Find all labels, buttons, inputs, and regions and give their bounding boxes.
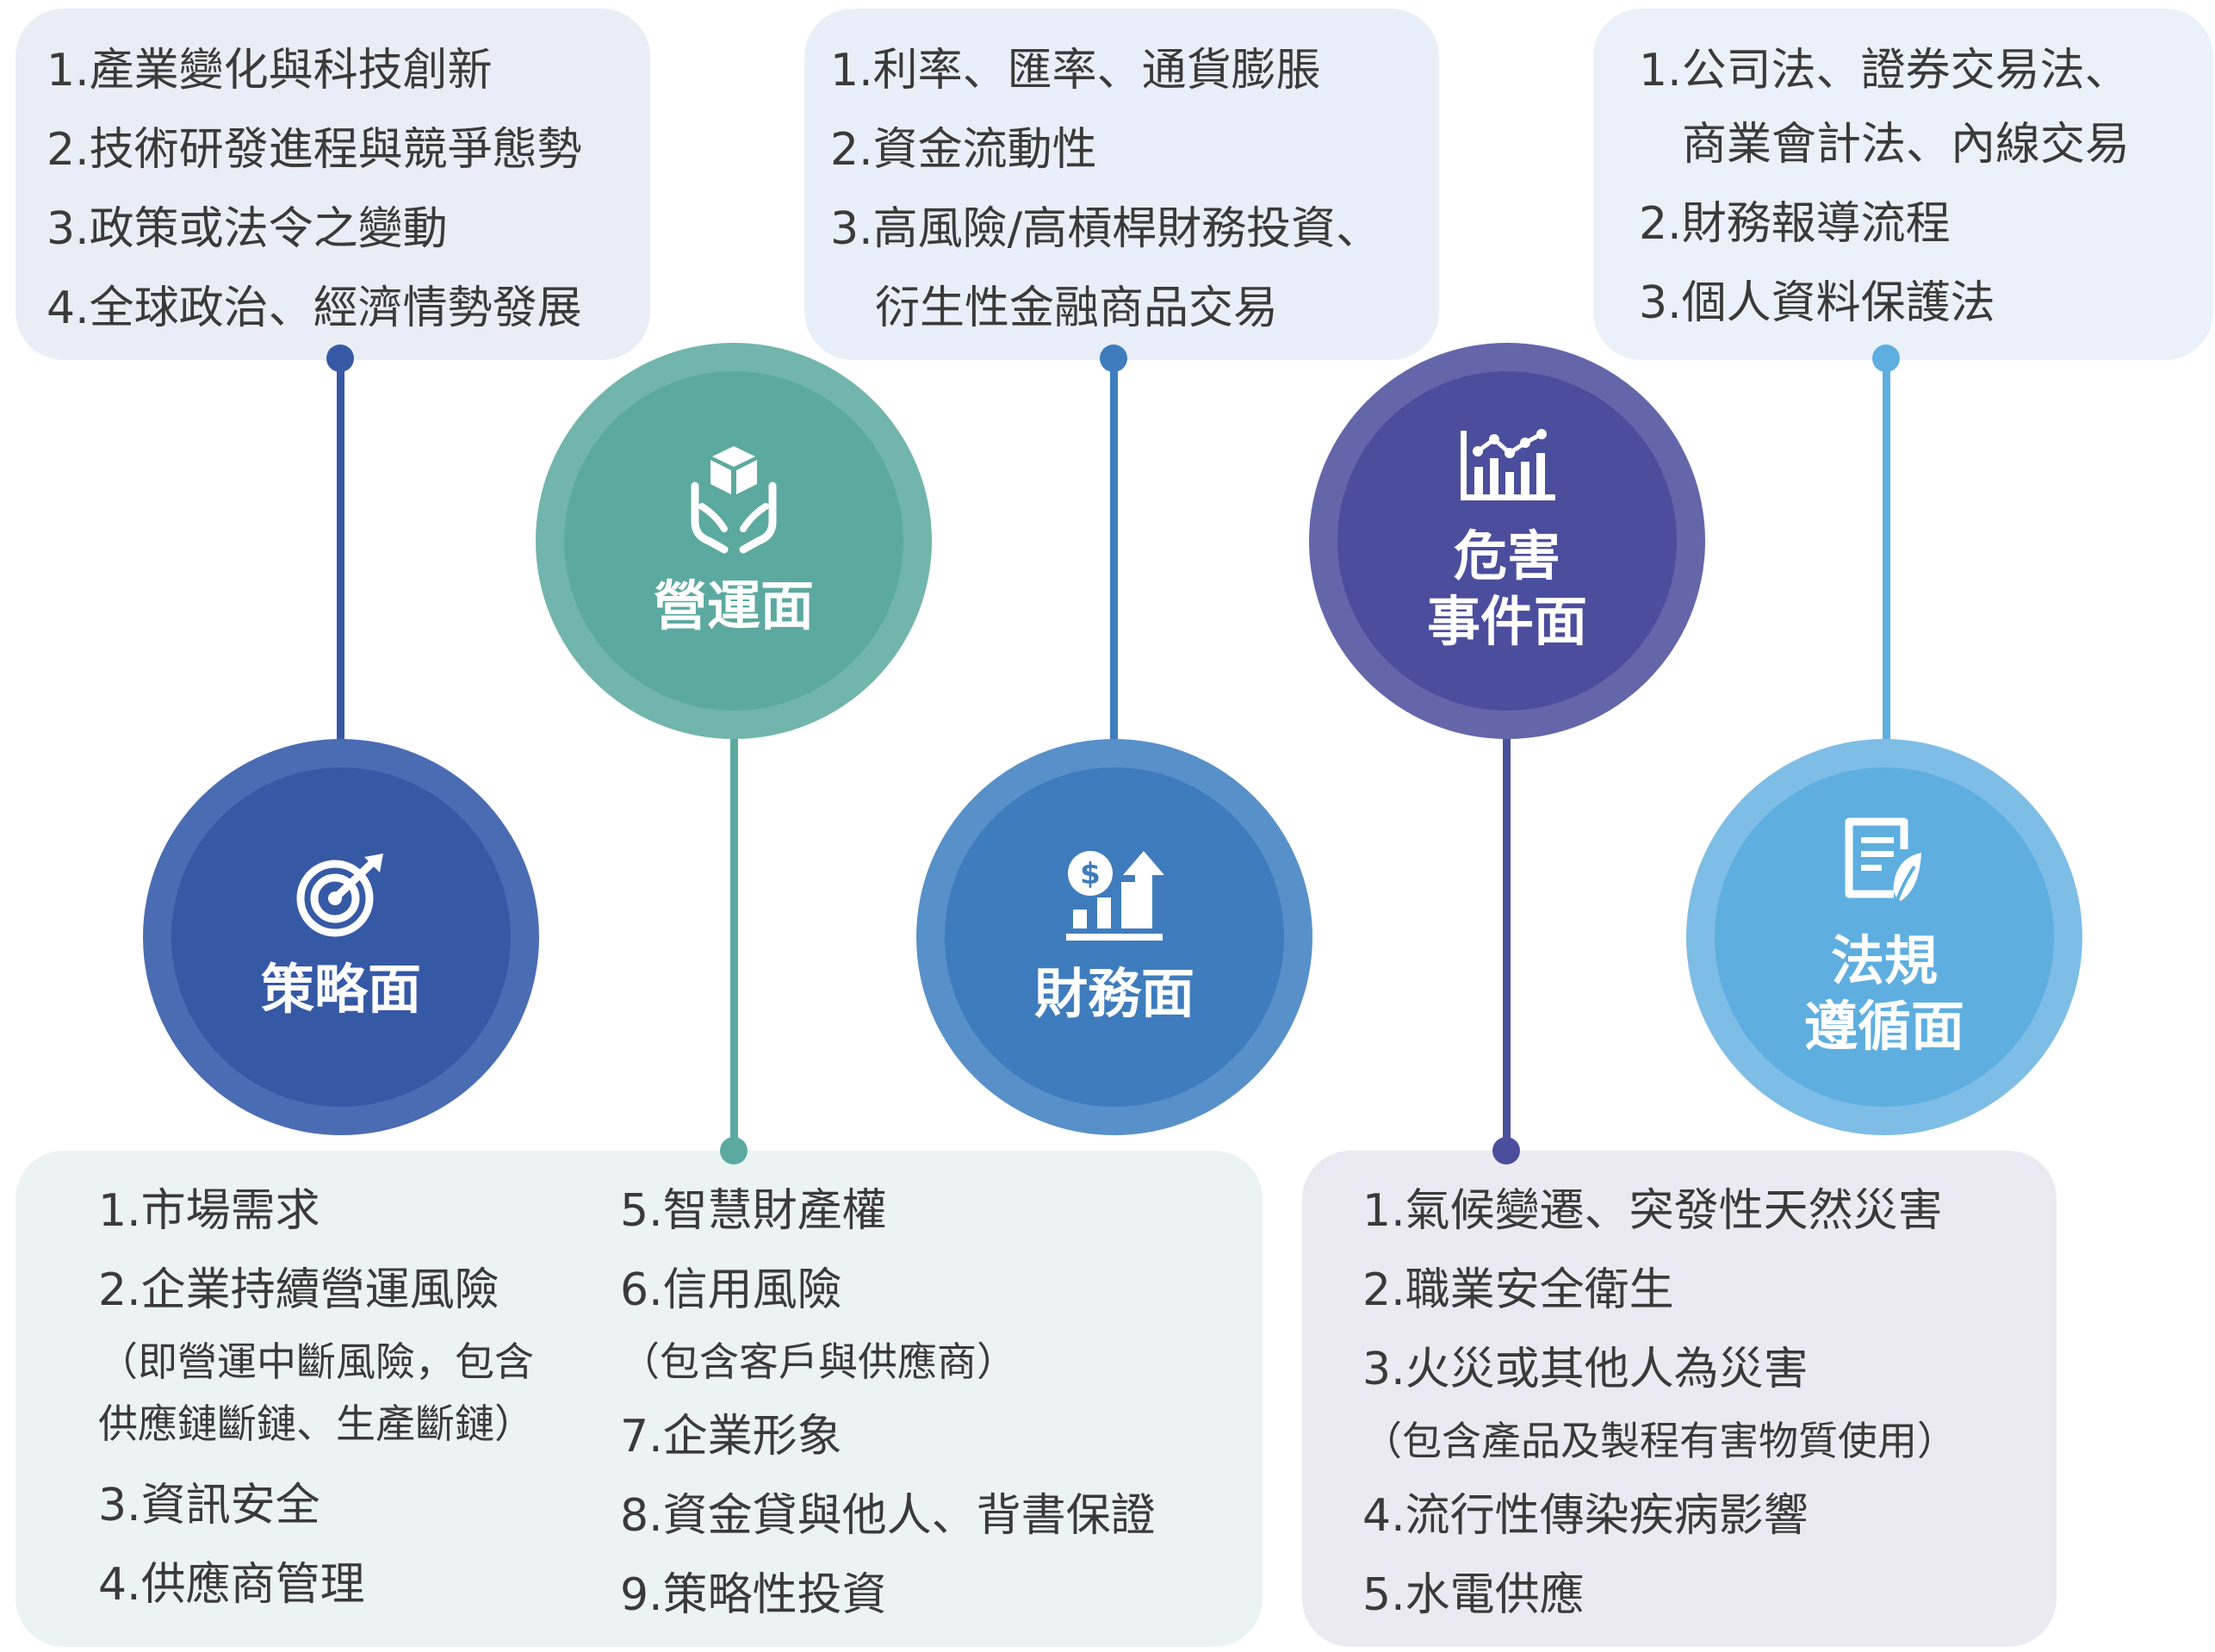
strategy-connector (337, 358, 344, 755)
list-item: 供應鏈斷鏈、生產斷鏈） (98, 1400, 534, 1447)
hazard-label-line2: 事件面 (1426, 590, 1587, 653)
list-item: 3.火災或其他人為災害 (1362, 1344, 1809, 1395)
finance-label: 財務面 (1033, 962, 1194, 1026)
list-item: 3.資訊安全 (98, 1480, 320, 1531)
operation-factors-box: 1.市場需求 2.企業持續營運風險 （即營運中斷風險，包含 供應鏈斷鏈、生產斷鏈… (16, 1151, 1263, 1647)
compliance-connector (1883, 358, 1890, 755)
hands-box-icon (691, 446, 777, 554)
hazard-node: 危害 事件面 (1309, 343, 1705, 739)
hazard-factors-box: 1.氣候變遷、突發性天然災害 2.職業安全衛生 3.火災或其他人為災害 （包含產… (1302, 1151, 2057, 1647)
list-item: 2.財務報導流程 (1639, 198, 1951, 250)
list-item: 1.利率、匯率、通貨膨脹 (830, 45, 1321, 96)
list-item: （包含產品及製程有害物質使用） (1362, 1418, 1957, 1464)
hazard-label-line1: 危害 (1453, 525, 1560, 588)
list-item: （即營運中斷風險，包含 (98, 1338, 534, 1385)
list-item: 4.全球政治、經濟情勢發展 (47, 283, 582, 334)
list-item: 1.市場需求 (98, 1185, 320, 1237)
list-item: 1.產業變化與科技創新 (47, 45, 493, 96)
list-item: 3.高風險/高槓桿財務投資、 (830, 203, 1381, 255)
list-item: 6.信用風險 (620, 1264, 842, 1316)
compliance-node: 法規 遵循面 (1686, 739, 2082, 1135)
list-item: 8.資金貸與他人、背書保證 (620, 1490, 1156, 1542)
operation-label: 營運面 (653, 574, 814, 638)
list-item: 4.供應商管理 (98, 1559, 365, 1611)
list-item: 9.策略性投資 (620, 1569, 887, 1621)
list-item: 5.水電供應 (1362, 1569, 1585, 1621)
list-item: 3.政策或法令之變動 (47, 203, 448, 255)
operation-connector-dot (720, 1137, 748, 1164)
document-leaf-icon (1845, 817, 1921, 907)
strategy-label: 策略面 (260, 958, 421, 1022)
operation-connector (730, 724, 738, 1152)
list-item: 5.智慧財產權 (620, 1185, 887, 1237)
list-item: 1.公司法、證券交易法、 (1639, 45, 2130, 96)
list-item: 商業會計法、內線交易 (1682, 119, 2131, 171)
list-item: 7.企業形象 (620, 1411, 842, 1463)
strategy-connector-dot (326, 345, 354, 372)
list-item: 2.職業安全衛生 (1362, 1264, 1674, 1316)
finance-connector-dot (1100, 345, 1127, 372)
hazard-connector-dot (1492, 1137, 1520, 1164)
list-item: 1.氣候變遷、突發性天然災害 (1362, 1185, 1943, 1237)
list-item: 2.資金流動性 (830, 124, 1097, 176)
list-item: 4.流行性傳染疾病影響 (1362, 1490, 1809, 1542)
list-item: 衍生性金融商品交易 (875, 283, 1279, 334)
bar-line-chart-icon (1461, 429, 1555, 501)
target-icon (296, 854, 383, 937)
strategy-factors-box: 1.產業變化與科技創新 2.技術研發進程與競爭態勢 3.政策或法令之變動 4.全… (16, 9, 650, 360)
compliance-connector-dot (1872, 345, 1900, 372)
list-item: 3.個人資料保護法 (1639, 277, 1995, 329)
compliance-label-line2: 遵循面 (1803, 995, 1964, 1058)
list-item: （包含客戶與供應商） (620, 1338, 1016, 1385)
finance-connector (1110, 358, 1118, 755)
dollar-growth-icon: $ (1066, 851, 1164, 941)
hazard-connector (1503, 724, 1511, 1152)
svg-text:$: $ (1080, 857, 1101, 891)
strategy-node: 策略面 (143, 739, 539, 1135)
list-item: 2.企業持續營運風險 (98, 1264, 499, 1316)
compliance-label-line1: 法規 (1830, 929, 1938, 993)
operation-node: 營運面 (536, 343, 932, 739)
list-item: 2.技術研發進程與競爭態勢 (47, 124, 582, 176)
finance-factors-box: 1.利率、匯率、通貨膨脹 2.資金流動性 3.高風險/高槓桿財務投資、 衍生性金… (804, 9, 1439, 360)
finance-node: $ 財務面 (916, 739, 1312, 1135)
compliance-factors-box: 1.公司法、證券交易法、 商業會計法、內線交易 2.財務報導流程 3.個人資料保… (1593, 9, 2213, 360)
